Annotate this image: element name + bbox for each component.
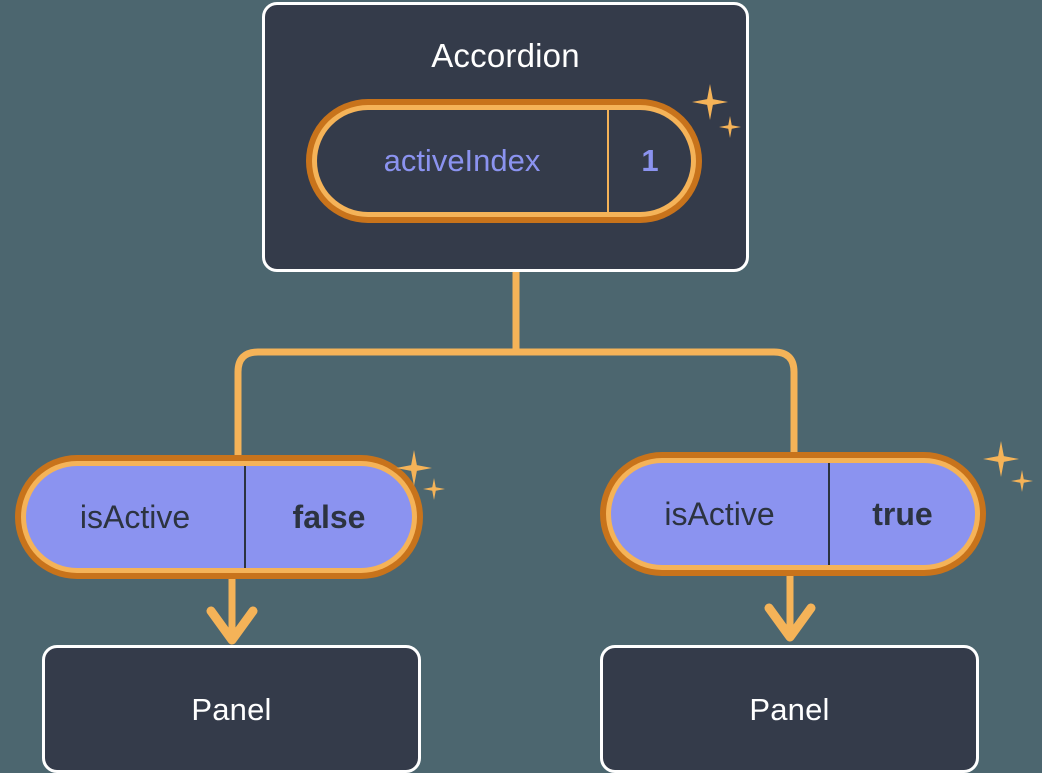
prop-value-isactive-right: true — [828, 463, 975, 565]
node-panel-left-title: Panel — [191, 692, 272, 727]
prop-value-activeindex: 1 — [607, 110, 691, 212]
pill-core: isActive true — [611, 463, 975, 565]
pill-inner-ring: activeIndex 1 — [312, 105, 696, 217]
pill-core: isActive false — [26, 466, 412, 568]
node-panel-left[interactable]: Panel — [42, 645, 421, 773]
prop-key-activeindex: activeIndex — [383, 143, 541, 178]
prop-key-isactive-right: isActive — [664, 495, 775, 532]
pill-core: activeIndex 1 — [317, 110, 691, 212]
node-panel-right[interactable]: Panel — [600, 645, 979, 773]
prop-pill-isactive-false[interactable]: isActive false — [15, 455, 423, 579]
node-panel-right-title: Panel — [749, 692, 830, 727]
prop-value-isactive-left: false — [244, 466, 412, 568]
node-accordion-title: Accordion — [431, 37, 580, 74]
prop-key-isactive-left: isActive — [79, 498, 191, 535]
prop-pill-activeindex[interactable]: activeIndex 1 — [306, 99, 702, 223]
pill-inner-ring: isActive true — [606, 458, 980, 570]
pill-inner-ring: isActive false — [21, 461, 417, 573]
prop-pill-isactive-true[interactable]: isActive true — [600, 452, 986, 576]
